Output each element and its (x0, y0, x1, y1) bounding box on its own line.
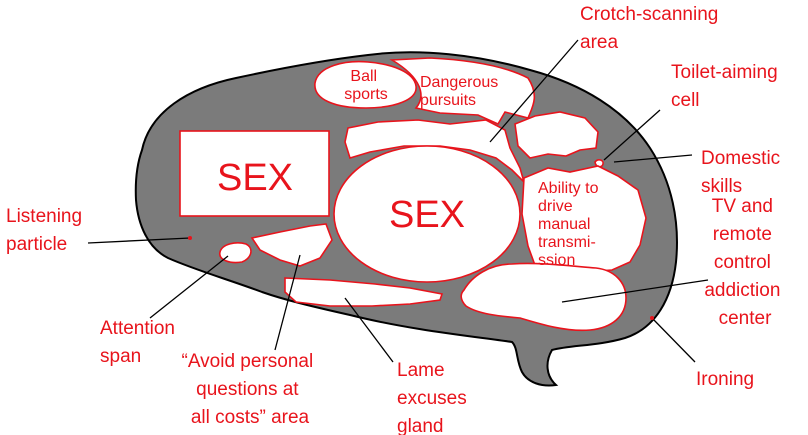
listening-particle-dot (188, 236, 192, 240)
callout-avoid-questions: “Avoid personal questions at all costs” … (182, 351, 319, 428)
callout-tv-remote: TV and remote control addiction center (704, 196, 785, 329)
callout-listening-particle: Listening particle (6, 206, 87, 255)
callout-domestic-skills: Domestic skills (701, 148, 785, 197)
sex-oval-label: SEX (389, 194, 465, 236)
callout-toilet-aiming: Toilet-aiming cell (671, 62, 783, 111)
sex-box-label: SEX (217, 157, 293, 199)
ironing-dot (650, 316, 654, 320)
callout-ironing: Ironing (696, 369, 754, 390)
callout-lame-excuses: Lame excuses gland (397, 360, 472, 435)
ball-sports-label: Ball sports (344, 68, 388, 103)
callout-crotch-scanning: Crotch-scanning area (580, 4, 724, 53)
callout-attention-span: Attention span (100, 318, 180, 367)
leader-ironing (652, 318, 695, 362)
